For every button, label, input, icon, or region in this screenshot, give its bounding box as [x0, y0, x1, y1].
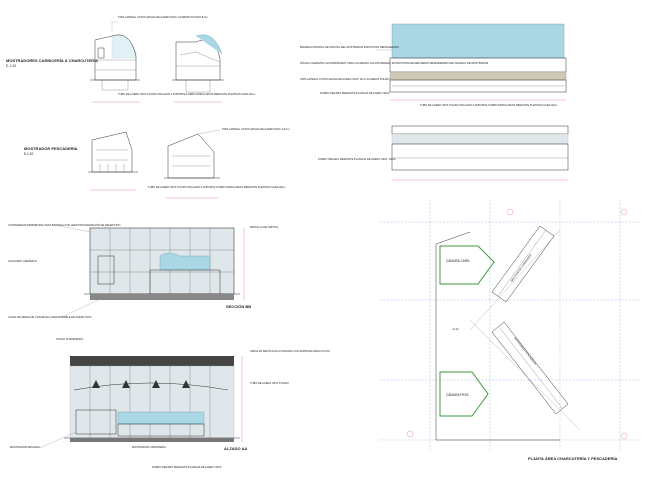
plan-mostrador-pesc: MOSTRADOR PESCADERÍA — [513, 336, 537, 366]
note-n11: CONTENEDOR PERIMETRAL PARA BANDEJA CON L… — [8, 222, 121, 227]
note-n12: ALICATADO CERÁMICO — [8, 259, 37, 263]
pescaderia-scale: E:1:20 — [24, 152, 33, 156]
note-n7: TAPA LATERAL CON PLANCHA DE ACERO INOX. … — [300, 77, 390, 81]
plan-level: +0.10 — [452, 327, 459, 331]
pescaderia-section-2 — [164, 133, 220, 199]
note-n8: FORRO PEGADO MEDIANTE PLANCHA DE ACERO I… — [320, 91, 390, 95]
note-n19: TUBO DE ACERO INOX PULIDO — [250, 381, 289, 385]
note-n5: BANDEJA FRONTAL DE CRISTAL DEL MOSTRADOR… — [300, 45, 399, 49]
note-n16: MOSTRADOR CARNICERÍA — [132, 445, 166, 449]
front-elevation-1 — [376, 23, 567, 101]
plan-mostrador-carn: MOSTRADOR CARNICERÍA — [510, 253, 533, 283]
pescaderia-section-1 — [88, 131, 138, 191]
alzado-aa — [64, 356, 243, 442]
note-n2: TUBO DE ACERO INOX PULIDO ANCLADO A SOPO… — [118, 92, 255, 96]
floor-plan — [380, 200, 640, 450]
carniceria-section-1 — [90, 21, 140, 103]
alzado-aa-title: ALZADO AA — [224, 446, 248, 451]
plan-camara-pesc: CÁMARA PESC — [446, 393, 470, 397]
note-n6: ZÓCALO CERÁMICO ACOMPAÑANDO VINILO ACABA… — [300, 60, 488, 65]
note-n20: TECHO SUSPENDIDO — [56, 337, 83, 341]
note-n15: MOSTRADOR PESCADO — [10, 445, 40, 449]
pescaderia-title: MOSTRADOR PESCADERÍA — [24, 146, 78, 151]
seccion-bb-title: SECCIÓN BB — [226, 304, 251, 309]
front-elevation-2 — [391, 125, 569, 181]
note-n1: TAPA LATERAL CON PLANCHA DE ACERO INOX. … — [118, 15, 208, 19]
note-n14: PANTALLA DE CRISTAL — [250, 225, 279, 229]
planta-title: PLANTA ÁREA CHARCUTERÍA Y PESCADERÍA — [528, 456, 617, 461]
note-n18: VARILLAS METÁLICAS A FORJADO CON ENTRADA… — [250, 349, 330, 353]
note-n13: CANAL DE DESAGÜE CON REJILLA REGISTRABLE… — [8, 315, 92, 319]
note-n17: FORRO PEGADO MEDIANTE PLANCHA DE ACERO I… — [152, 465, 222, 469]
note-n9: TUBO DE ACERO INOX PULIDO ANCLADO A SOPO… — [420, 103, 557, 107]
carniceria-scale: E: 1:20 — [6, 64, 16, 68]
note-n3: TAPA LATERAL CON PLANCHA DE ACERO INOX. … — [222, 127, 289, 131]
section-bb — [84, 227, 245, 300]
note-n10: FORRO PEGADO MEDIANTE PLANCHA DE ACERO I… — [318, 157, 396, 161]
plan-camara-carn: CÁMARA CARN — [446, 259, 470, 263]
carniceria-section-2 — [172, 34, 224, 103]
carniceria-title: MOSTRADORES CARNICERÍA & CHARCUTERÍA — [6, 58, 98, 63]
note-n4: TUBO DE ACERO INOX PULIDO ANCLADO A SOPO… — [148, 185, 285, 189]
